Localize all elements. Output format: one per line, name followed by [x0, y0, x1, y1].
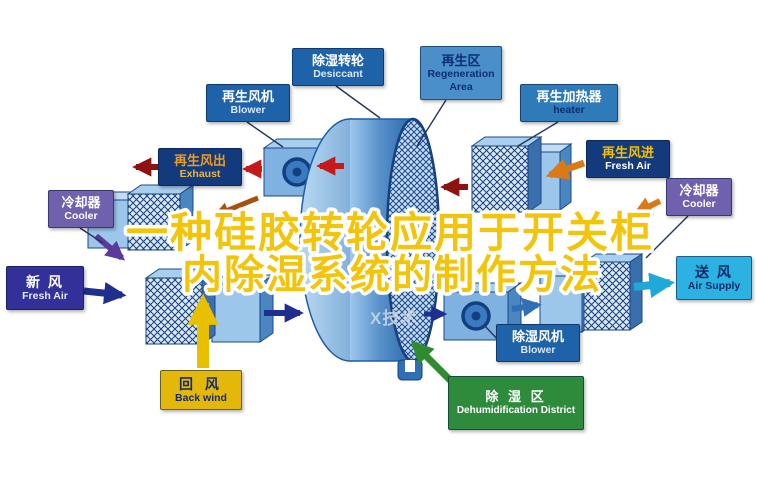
label-dehumid-district: 除 湿 区 Dehumidification District — [448, 376, 584, 430]
label-zh: 再生区 — [441, 52, 481, 68]
arrow-fresh-air-in — [83, 281, 127, 305]
label-en: Desiccant — [313, 68, 363, 81]
watermark-text: X技术 — [370, 309, 419, 328]
label-regeneration-area: 再生区 Regeneration Area — [420, 46, 502, 100]
label-en: Cooler — [64, 210, 98, 223]
label-zh: 再生风进 — [601, 145, 654, 161]
label-zh: 冷却器 — [679, 183, 719, 199]
label-regen-blower: 再生风机 Blower — [206, 84, 290, 122]
label-fresh-air: 新 风 Fresh Air — [6, 266, 84, 310]
arrow-regen-in-to-heater — [545, 158, 586, 180]
label-en: Dehumidification District — [456, 404, 576, 416]
label-en: Cooler — [682, 198, 716, 211]
air-supply-unit — [538, 253, 644, 333]
label-air-supply: 送 风 Air Supply — [676, 256, 752, 300]
fresh-air-unit — [144, 268, 275, 345]
label-desiccant: 除湿转轮 Desiccant — [292, 48, 384, 86]
label-dehumid-blower: 除湿风机 Blower — [496, 324, 580, 362]
label-en: Exhaust — [179, 168, 221, 181]
label-zh: 除湿风机 — [511, 329, 564, 345]
label-en: Fresh Air — [22, 290, 68, 303]
flow-arrows — [83, 156, 676, 385]
label-cooler-left: 冷却器 Cooler — [48, 190, 114, 228]
arrow-blower-to-cooler — [213, 195, 259, 218]
arrow-cooler-right-down — [632, 197, 662, 216]
label-cooler-right: 冷却器 Cooler — [666, 178, 732, 216]
label-regen-exhaust: 再生风出 Exhaust — [158, 148, 242, 186]
label-zh: 再生加热器 — [536, 89, 602, 105]
label-zh: 新 风 — [26, 273, 64, 290]
label-en: Fresh Air — [605, 160, 651, 173]
label-zh: 再生风机 — [221, 89, 274, 105]
wheel-bracket — [397, 359, 423, 381]
arrow-district-to-wheel — [410, 340, 455, 385]
label-en: Blower — [520, 344, 556, 357]
arrow-cooler-left-down — [94, 233, 125, 261]
label-regen-fresh-air: 再生风进 Fresh Air — [586, 140, 670, 178]
arrow-fan-to-supply-unit — [511, 297, 542, 317]
label-zh: 回 风 — [179, 375, 223, 392]
label-zh: 送 风 — [695, 263, 733, 280]
label-zh: 除 湿 区 — [485, 389, 547, 405]
label-en: Back wind — [175, 392, 227, 405]
rotary-wheel — [299, 117, 441, 381]
label-en: Regeneration Area — [427, 68, 495, 93]
label-zh: 除湿转轮 — [311, 53, 364, 69]
label-zh: 冷却器 — [61, 195, 101, 211]
label-zh: 再生风出 — [173, 153, 226, 169]
label-en: Blower — [230, 104, 266, 117]
arrow-supply-out — [633, 272, 676, 298]
label-en: Air Supply — [687, 280, 741, 293]
label-back-wind: 回 风 Back wind — [160, 370, 242, 410]
label-en: heater — [553, 104, 585, 117]
label-regen-heater: 再生加热器 heater — [520, 84, 618, 122]
